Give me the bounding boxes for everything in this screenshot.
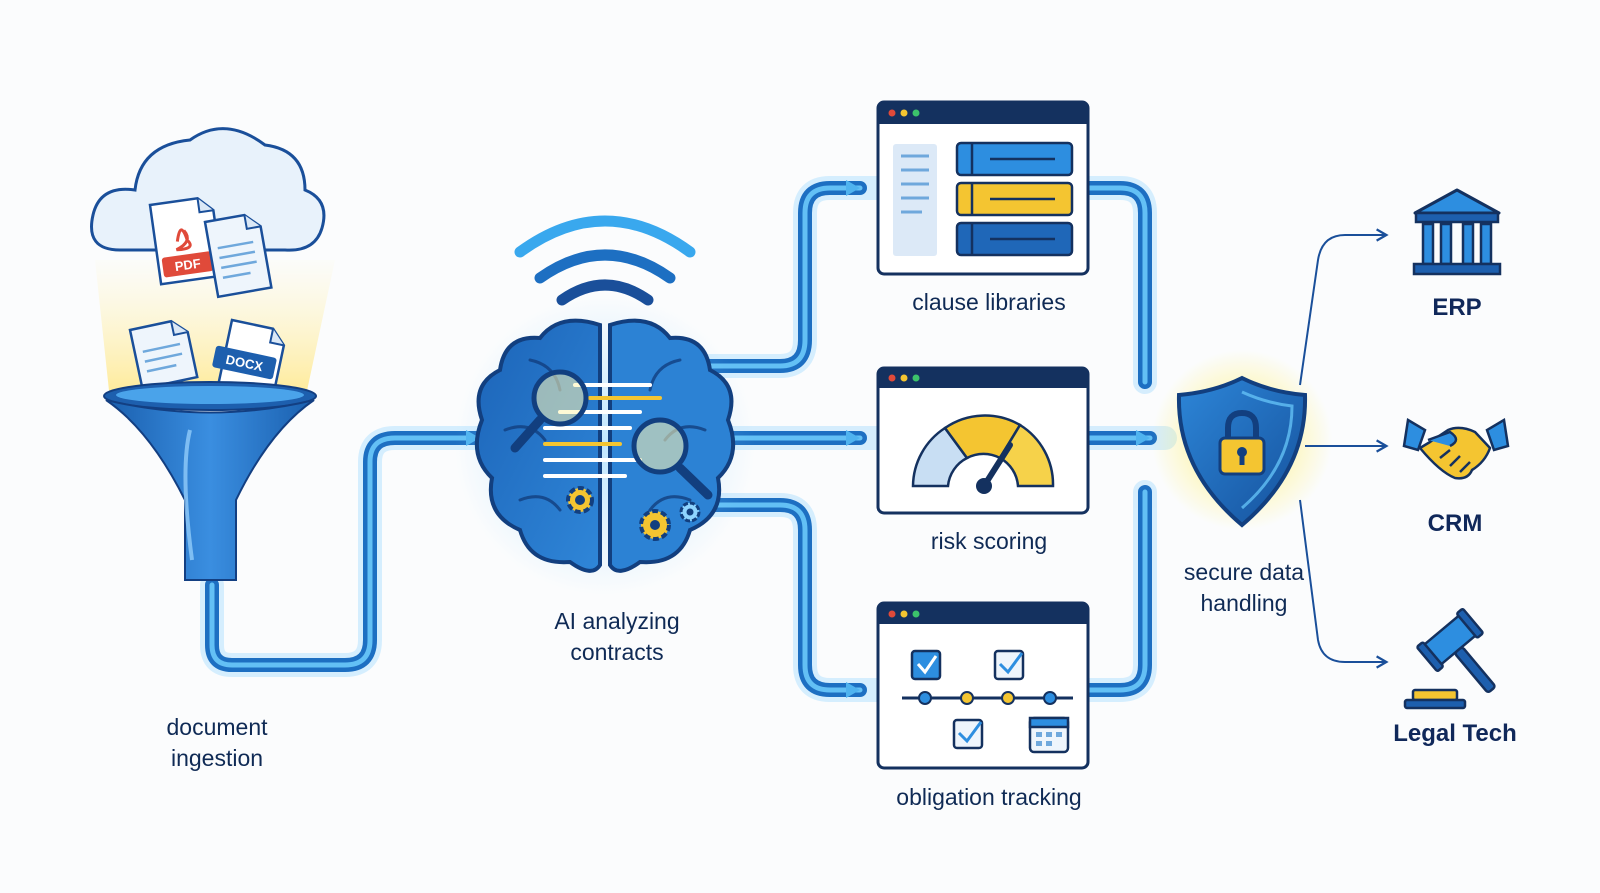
funnel-icon — [103, 381, 317, 581]
handshake-icon — [1402, 417, 1510, 480]
ai-analyzing-line2: contracts — [570, 639, 664, 665]
pdf-document-icon: PDF — [148, 197, 224, 286]
ai-brain-group — [455, 215, 755, 595]
gear-icon — [639, 509, 671, 541]
cloud-icon — [90, 127, 326, 252]
secure-data-group — [1152, 350, 1332, 530]
gauge-icon — [911, 414, 1055, 494]
risk-scoring-label: risk scoring — [930, 528, 1048, 554]
wifi-signal-icon — [514, 215, 696, 306]
book-icon — [955, 221, 1074, 257]
ai-analyzing-line1: AI analyzing — [554, 608, 680, 634]
target-label-crm: CRM — [1427, 510, 1483, 537]
ai-analyzing-label: AI analyzing contracts — [554, 606, 679, 668]
text-document-icon — [203, 213, 273, 299]
book-icon — [955, 141, 1074, 177]
bank-icon — [1412, 188, 1502, 276]
pdf-badge: PDF — [174, 256, 202, 274]
clause-libraries-window — [876, 100, 1090, 276]
target-label-erp: ERP — [1432, 294, 1482, 321]
brain-icon — [474, 318, 736, 573]
checkbox-icon — [952, 718, 984, 750]
calendar-icon — [1028, 716, 1070, 754]
document-ingestion-line2: ingestion — [170, 745, 264, 771]
obligation-tracking-label: obligation tracking — [896, 784, 1082, 810]
secure-data-line1: secure data — [1183, 559, 1305, 585]
text-document-icon — [128, 319, 199, 391]
book-icon — [955, 181, 1074, 217]
secure-data-line2: handling — [1200, 590, 1288, 616]
gavel-icon — [1403, 608, 1496, 710]
gear-icon — [566, 486, 594, 514]
flow-pipes — [200, 176, 1177, 702]
lock-icon — [1218, 409, 1266, 476]
clause-libraries-label: clause libraries — [912, 289, 1066, 315]
checkbox-icon — [993, 649, 1025, 681]
risk-scoring-window — [876, 366, 1090, 515]
obligation-tracking-window — [876, 601, 1090, 770]
docx-document-icon: DOCX — [212, 318, 286, 398]
checkbox-icon — [910, 649, 942, 681]
timeline — [902, 691, 1073, 705]
secure-data-handling-label: secure data handling — [1184, 557, 1304, 619]
document-ingestion-label: document ingestion — [166, 712, 267, 774]
magnifier-icon — [631, 417, 713, 500]
document-ingestion-group: PDF DOCX — [90, 127, 335, 581]
magnifier-icon — [510, 369, 589, 453]
document-ingestion-line1: document — [166, 714, 268, 740]
target-label-legal-tech: Legal Tech — [1393, 720, 1517, 747]
output-arrows — [1299, 228, 1389, 669]
gear-icon — [679, 501, 701, 523]
